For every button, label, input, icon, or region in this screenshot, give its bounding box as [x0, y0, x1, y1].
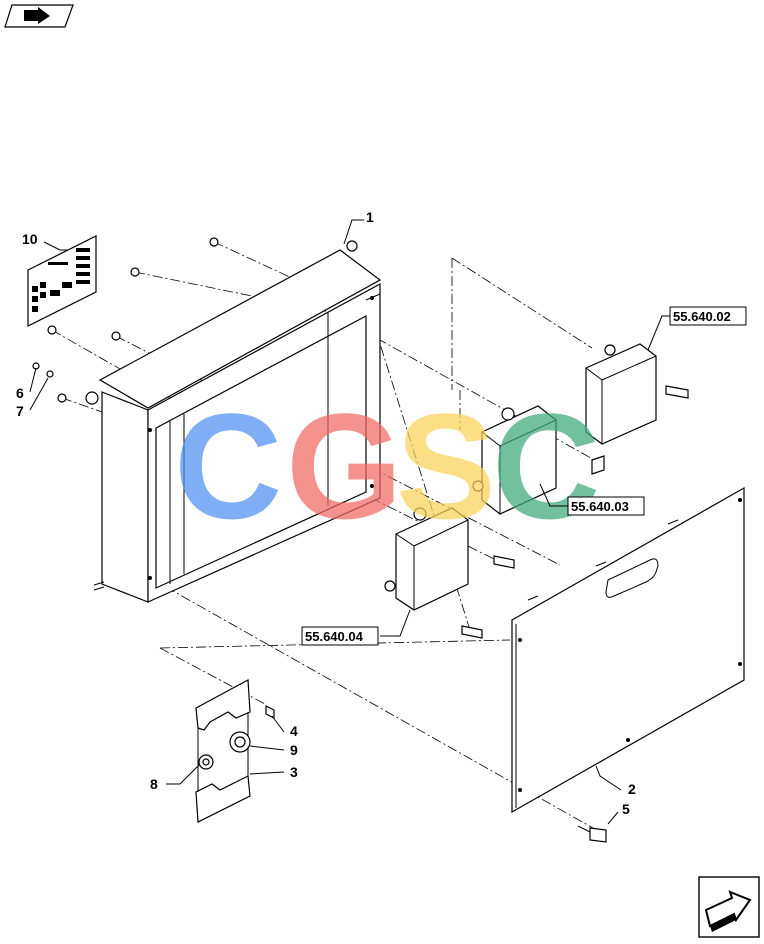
small-fasteners [32, 237, 219, 403]
callout-6: 6 [16, 385, 24, 401]
callout-10: 10 [22, 231, 38, 247]
leader-lines [29, 219, 670, 825]
callout-9: 9 [290, 742, 298, 758]
callout-1: 1 [366, 209, 374, 225]
watermark: C G S C [174, 382, 600, 550]
callout-5: 5 [622, 801, 630, 817]
watermark-letter: S [396, 382, 496, 550]
cover-panel-part [511, 486, 745, 814]
watermark-letter: C [492, 382, 600, 550]
reference-box-2[interactable]: 55.640.03 [567, 496, 645, 516]
bracket-part [195, 679, 275, 823]
housing-frame-part [85, 240, 382, 603]
next-navigation-button[interactable] [698, 876, 760, 938]
back-arrow-icon [4, 4, 74, 28]
next-arrow-icon [698, 876, 760, 938]
callout-3: 3 [290, 764, 298, 780]
bolt-part [577, 825, 607, 843]
control-module-middle [472, 405, 557, 515]
reference-label: 55.640.02 [673, 309, 731, 324]
reference-box-3[interactable]: 55.640.04 [301, 626, 379, 646]
reference-label: 55.640.04 [305, 629, 364, 644]
control-module-lower [384, 507, 515, 639]
reference-label: 55.640.03 [571, 499, 629, 514]
callout-2: 2 [628, 781, 636, 797]
reference-box-1[interactable]: 55.640.02 [669, 306, 747, 326]
decal-part [27, 235, 97, 327]
callouts: 1 10 6 7 2 5 4 9 3 8 [16, 209, 636, 817]
callout-8: 8 [150, 776, 158, 792]
control-module-upper [585, 343, 689, 475]
callout-7: 7 [16, 403, 24, 419]
callout-4: 4 [290, 723, 298, 739]
back-navigation-button[interactable] [4, 4, 74, 28]
watermark-letter: C [174, 382, 282, 550]
watermark-letter: G [286, 382, 403, 550]
